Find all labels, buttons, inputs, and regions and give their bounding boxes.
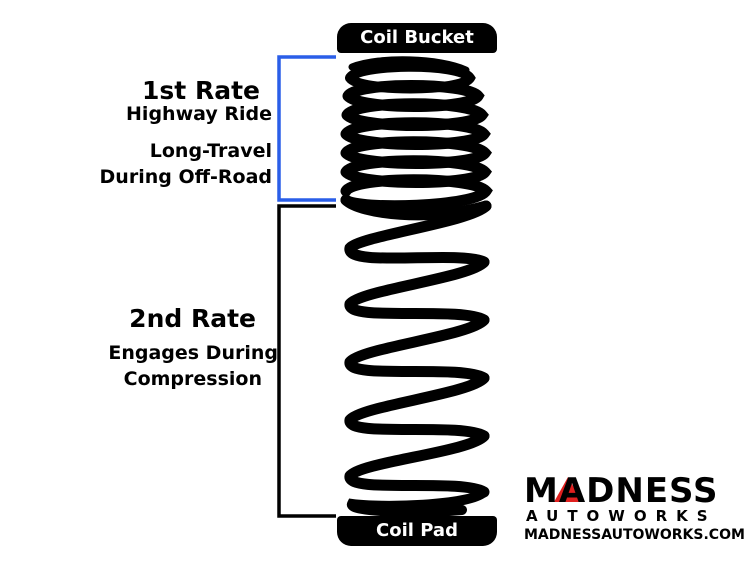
brand-logo-triangle xyxy=(554,477,582,502)
coil-bucket-label: Coil Bucket xyxy=(337,23,497,53)
first-rate-line-2: Long-Travel xyxy=(149,140,272,162)
brand-name: MADNESS xyxy=(524,471,719,511)
first-rate-line-3: During Off-Road xyxy=(99,166,272,188)
brand-url: MADNESSAUTOWORKS.COM xyxy=(524,527,745,543)
coil-pad-label: Coil Pad xyxy=(337,516,497,546)
brand-logo: MADNESS AUTOWORKS MADNESSAUTOWORKS.COM xyxy=(524,471,745,544)
first-rate-bracket xyxy=(277,55,336,202)
brand-subtitle: AUTOWORKS xyxy=(526,507,717,525)
second-rate-line-2: Compression xyxy=(123,368,262,390)
second-rate-line-1: Engages During xyxy=(108,342,278,364)
second-rate-bracket xyxy=(277,204,336,518)
second-rate-title: 2nd Rate xyxy=(129,304,256,333)
first-rate-line-1: Highway Ride xyxy=(126,103,272,125)
first-rate-title: 1st Rate xyxy=(142,76,260,105)
coil-spring xyxy=(340,56,493,517)
